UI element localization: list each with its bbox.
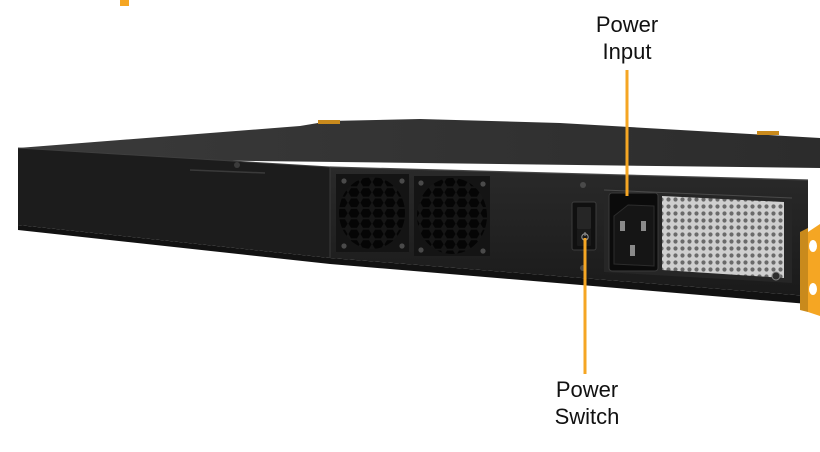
power-switch-label: Power Switch: [532, 376, 642, 430]
top-accent-left: [318, 120, 340, 124]
power-input-label-line1: Power: [595, 12, 659, 37]
screw-icon: [580, 182, 586, 188]
vent-grille-icon: [662, 196, 784, 278]
fan-grille-icon: [414, 176, 490, 256]
chassis-top: [18, 119, 820, 168]
fan-grille-icon: [336, 174, 409, 252]
chassis-side: [18, 148, 330, 258]
power-switch-label-line2: Switch: [554, 404, 620, 429]
rocker-switch-icon[interactable]: [571, 201, 597, 251]
iec-power-socket-icon[interactable]: [608, 192, 659, 272]
accent-mark: [120, 0, 129, 6]
screw-icon: [771, 271, 781, 281]
power-switch-label-line1: Power: [555, 377, 619, 402]
rack-ear-icon: [800, 224, 820, 316]
power-input-label: Power Input: [572, 11, 682, 65]
power-input-label-line2: Input: [602, 39, 652, 64]
top-accent-right: [757, 131, 779, 135]
